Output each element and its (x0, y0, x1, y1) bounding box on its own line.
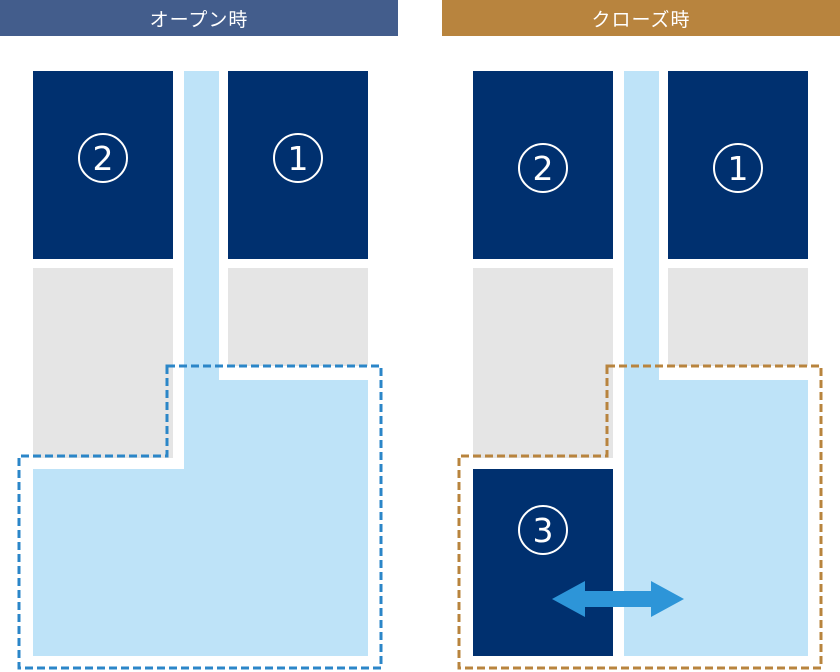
double-headed-arrow-icon (552, 581, 684, 617)
open-header: オープン時 (0, 0, 398, 36)
open-room-2 (33, 71, 173, 259)
close-dashed-outline (457, 364, 823, 670)
open-gray-area-right (228, 268, 368, 366)
open-room-1-number: 1 (288, 139, 309, 178)
open-room-1-label: 1 (273, 133, 323, 183)
close-room-1 (668, 71, 808, 259)
close-room-2-number: 2 (533, 149, 554, 188)
close-room-3-label: 3 (518, 505, 568, 555)
open-panel: 2 1 (17, 71, 383, 670)
close-room-2 (473, 71, 613, 259)
close-room-3 (473, 469, 613, 656)
close-gray-area-left (473, 268, 613, 458)
open-room-2-label: 2 (78, 133, 128, 183)
close-gray-area-right (668, 268, 808, 366)
close-room-3-number: 3 (533, 511, 554, 550)
close-room-1-number: 1 (728, 149, 749, 188)
close-panel: 2 1 3 (457, 71, 823, 670)
close-header: クローズ時 (442, 0, 840, 36)
open-dashed-outline (17, 364, 383, 670)
close-shared-space (624, 71, 808, 656)
open-room-1 (228, 71, 368, 259)
open-room-2-number: 2 (93, 139, 114, 178)
close-room-2-label: 2 (518, 143, 568, 193)
open-shared-space (33, 71, 368, 656)
close-room-1-label: 1 (713, 143, 763, 193)
open-gray-area-left (33, 268, 173, 458)
